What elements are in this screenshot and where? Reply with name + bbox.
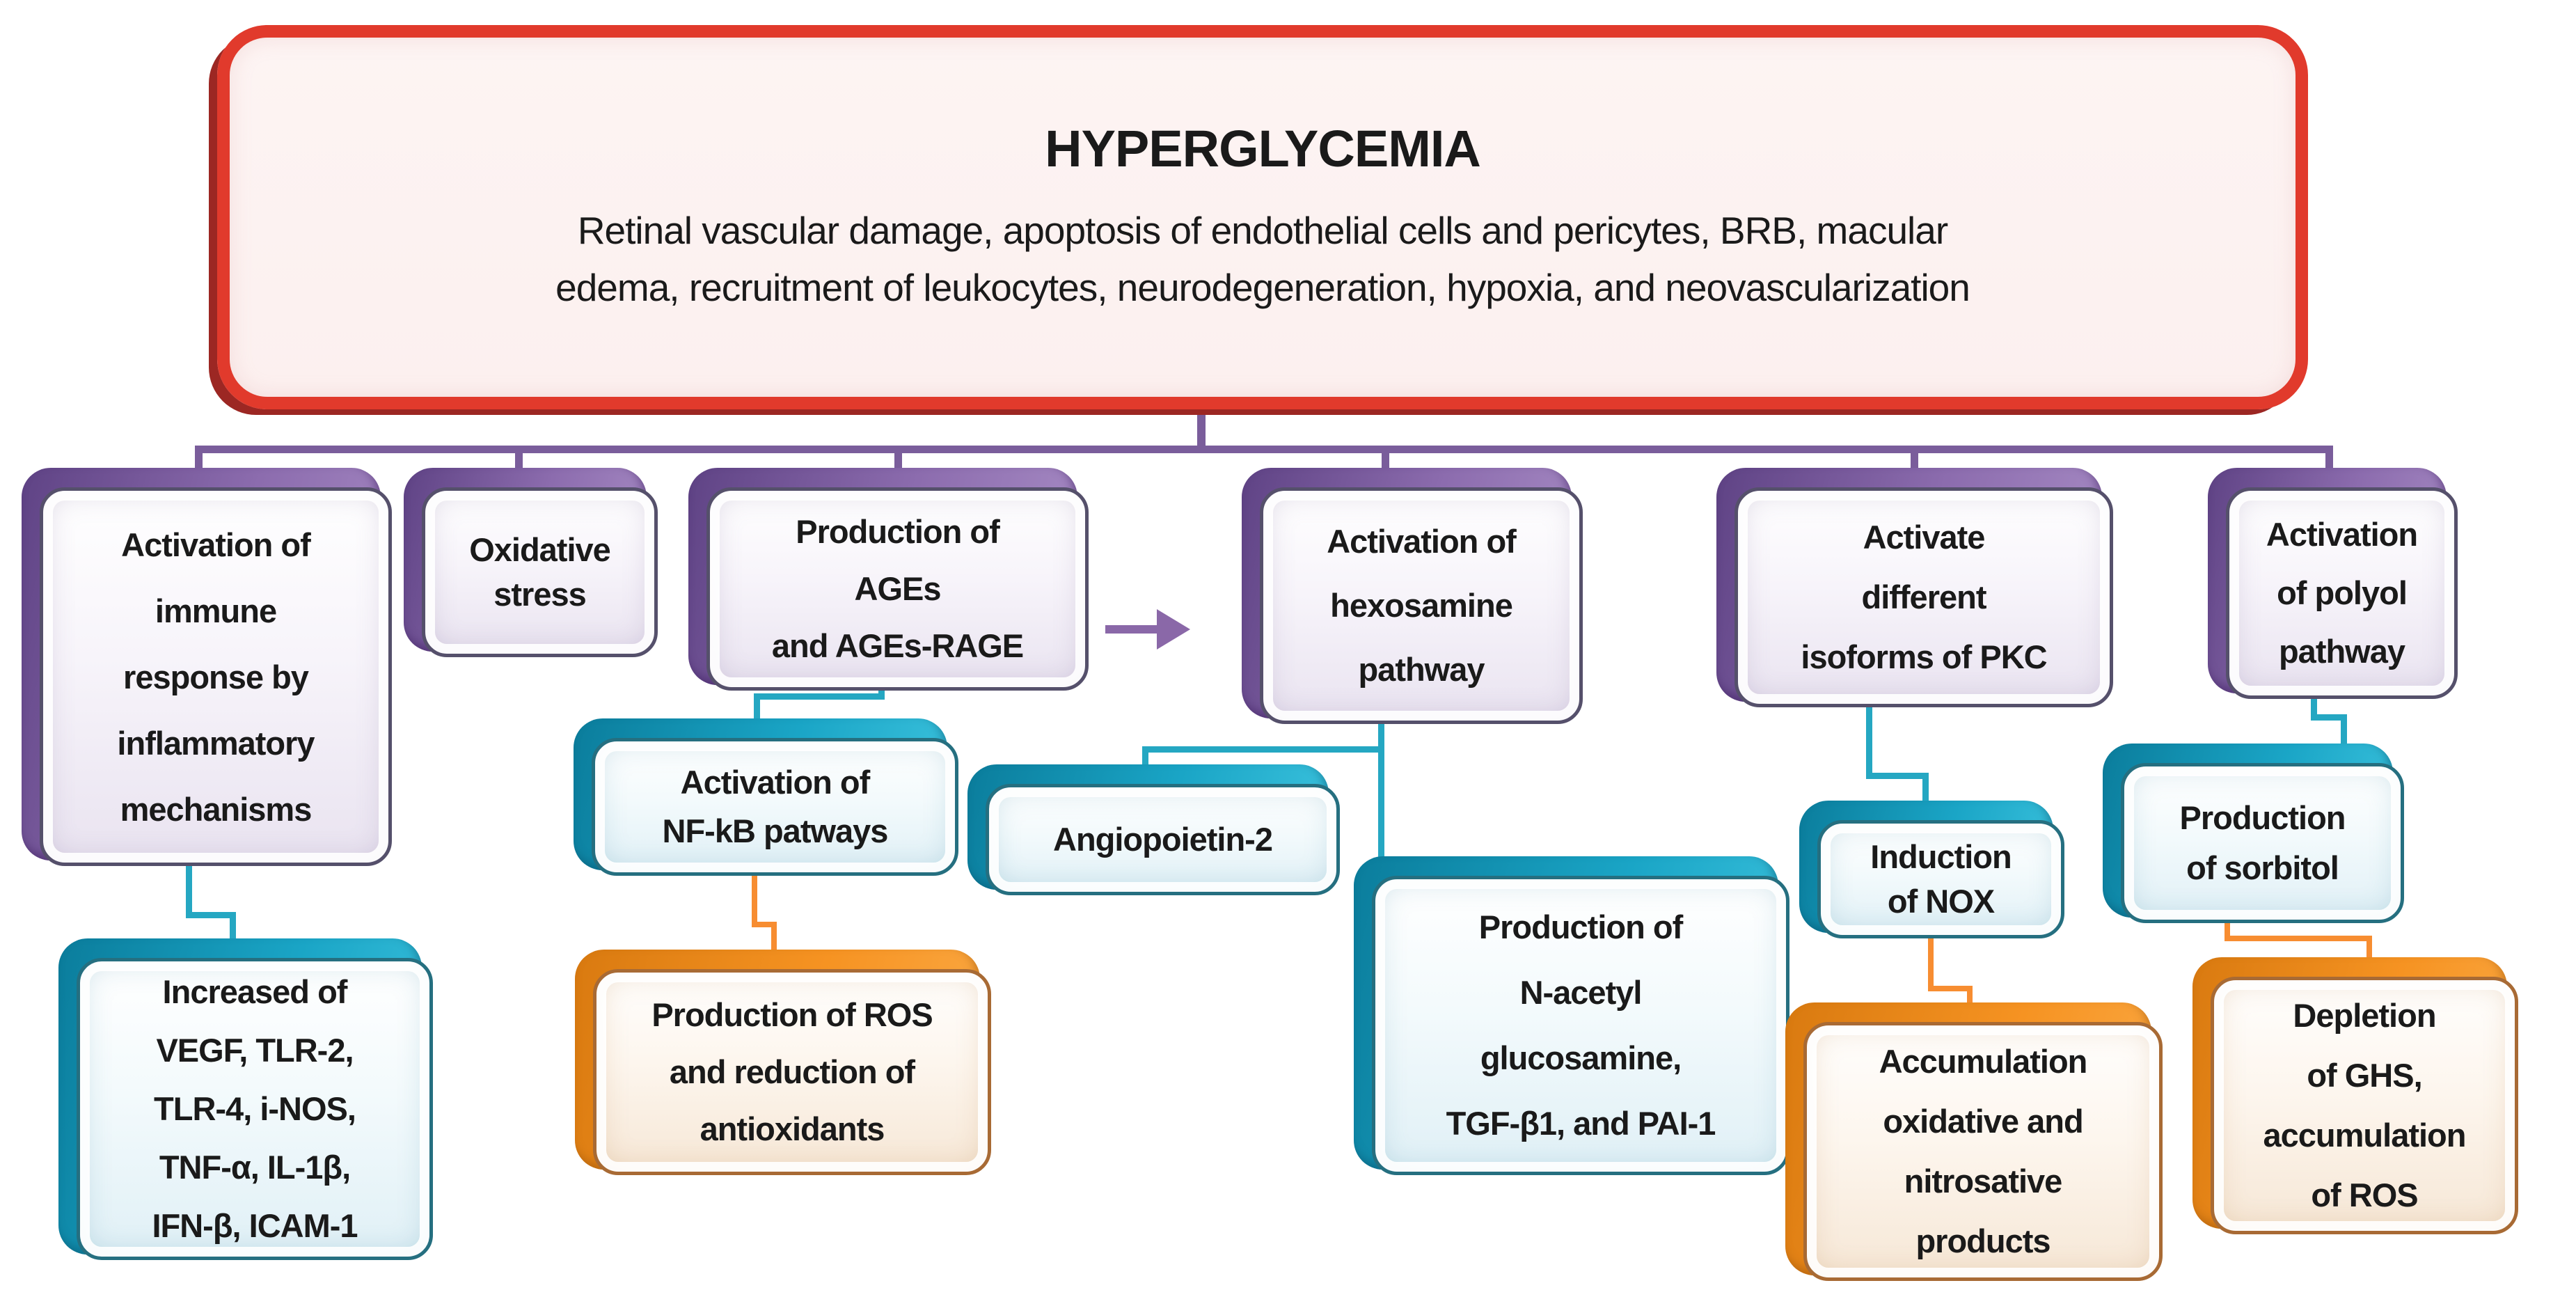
connector-trunk: [1197, 405, 1206, 448]
connector-sorbitol-depletion: [2366, 936, 2372, 962]
connector-sorbitol-depletion: [2225, 936, 2372, 941]
node-production-ages: Production of AGEs and AGEs-RAGE: [688, 468, 1089, 691]
connector-immune-increased: [230, 912, 236, 944]
node-polyol-pathway: Activation of polyol pathway: [2208, 468, 2458, 699]
connector-ages-nfkb: [754, 693, 760, 724]
connector-immune-increased: [186, 912, 236, 918]
connector-nox-accumulation: [1928, 986, 1973, 991]
connector-pkc-nox: [1866, 705, 1872, 779]
node-label: Oxidative stress: [469, 531, 611, 613]
node-label: Depletion of GHS, accumulation of ROS: [2263, 997, 2467, 1213]
connector-horizontal-bar: [198, 446, 2333, 453]
connector-pkc-nox: [1922, 773, 1929, 805]
node-production-ros: Production of ROS and reduction of antio…: [575, 950, 991, 1175]
connector-stub-oxidative: [515, 446, 523, 473]
node-label: Activation of hexosamine pathway: [1327, 523, 1517, 688]
connector-nfkb-ros: [771, 922, 777, 954]
node-induction-nox: Induction of NOX: [1799, 801, 2064, 938]
connector-hexosamine-angiopoietin: [1142, 746, 1148, 769]
connector-stub-immune: [195, 446, 203, 473]
connector-stub-hexosamine: [1382, 446, 1389, 473]
node-label: Angiopoietin-2: [1053, 820, 1273, 858]
connector-nfkb-ros: [752, 873, 757, 927]
node-label: Production of AGEs and AGEs-RAGE: [771, 513, 1024, 664]
node-label: Production of N-acetyl glucosamine, TGF-…: [1446, 908, 1716, 1142]
node-label: Accumulation oxidative and nitrosative p…: [1879, 1043, 2088, 1259]
node-accumulation-products: Accumulation oxidative and nitrosative p…: [1785, 1002, 2163, 1281]
connector-stub-ages: [894, 446, 902, 473]
node-increased-mediators: Increased of VEGF, TLR-2, TLR-4, i-NOS, …: [58, 938, 433, 1260]
connector-immune-increased: [186, 863, 192, 918]
node-production-sorbitol: Production of sorbitol: [2103, 744, 2404, 923]
node-depletion-ghs: Depletion of GHS, accumulation of ROS: [2192, 957, 2518, 1234]
connector-nfkb-ros: [752, 922, 777, 927]
node-label: Activation of polyol pathway: [2266, 516, 2418, 670]
node-oxidative-stress: Oxidative stress: [404, 468, 658, 657]
node-label: Activate different isoforms of PKC: [1801, 519, 2047, 675]
page-title: HYPERGLYCEMIA: [1045, 119, 1481, 178]
root-description: Retinal vascular damage, apoptosis of en…: [555, 208, 1970, 309]
connector-polyol-sorbitol: [2311, 696, 2317, 721]
node-label: Production of ROS and reduction of antio…: [651, 996, 933, 1147]
connector-polyol-sorbitol: [2341, 714, 2347, 748]
connector-pkc-nox: [1866, 773, 1929, 779]
connector-polyol-sorbitol: [2311, 714, 2347, 721]
node-pkc-isoforms: Activate different isoforms of PKC: [1716, 468, 2113, 707]
connector-hexosamine-angiopoietin: [1142, 746, 1384, 753]
connector-stub-pkc: [1911, 446, 1918, 473]
connector-sorbitol-depletion: [2225, 920, 2230, 941]
connector-hexosamine-nacetyl: [1378, 721, 1384, 860]
connector-nox-accumulation: [1928, 936, 1934, 991]
node-label: Activation of NF-kB patways: [662, 764, 889, 849]
arrow-right-icon: [1105, 625, 1165, 634]
connector-nox-accumulation: [1967, 986, 1973, 1008]
node-nfkb-pathways: Activation of NF-kB patways: [574, 718, 958, 876]
node-nacetyl-glucosamine: Production of N-acetyl glucosamine, TGF-…: [1354, 856, 1789, 1175]
node-hexosamine-pathway: Activation of hexosamine pathway: [1242, 468, 1583, 724]
node-angiopoietin-2: Angiopoietin-2: [967, 764, 1340, 895]
node-label: Activation of immune response by inflamm…: [117, 526, 315, 828]
node-label: Increased of VEGF, TLR-2, TLR-4, i-NOS, …: [152, 973, 358, 1244]
connector-ages-nfkb: [754, 693, 885, 700]
arrow-right-head-icon: [1157, 609, 1190, 650]
node-immune-response: Activation of immune response by inflamm…: [22, 468, 392, 866]
node-label: Production of sorbitol: [2179, 799, 2346, 886]
root-node-hyperglycemia: HYPERGLYCEMIA Retinal vascular damage, a…: [217, 25, 2308, 409]
node-label: Induction of NOX: [1870, 838, 2012, 920]
connector-stub-polyol: [2325, 446, 2333, 473]
